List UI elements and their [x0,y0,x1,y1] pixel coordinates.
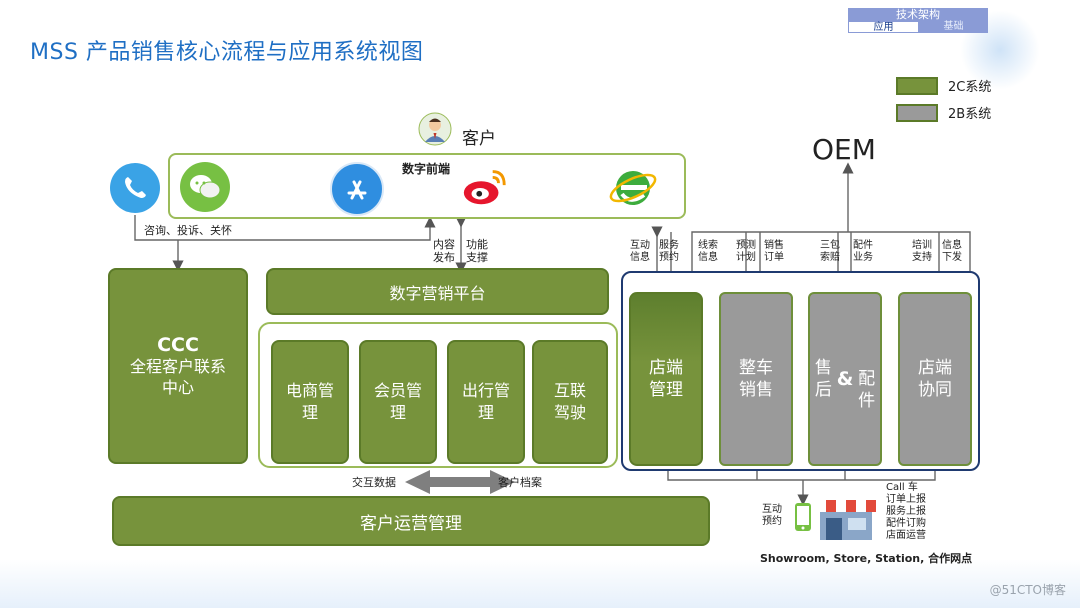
ie-icon[interactable] [608,162,658,212]
training-support-label: 培训 支持 [912,240,932,263]
report-item: 服务上报 [886,506,926,517]
reports-list: Call 车 订单上报 服务上报 配件订购 店面运营 [886,482,926,542]
content-publish-label: 内容 发布 [433,238,455,264]
legend-label-2c: 2C系统 [948,80,992,95]
ecommerce-module[interactable]: 电商管 理 [271,340,349,464]
three-pack-label: 三包 索赔 [820,240,840,263]
page-title: MSS 产品销售核心流程与应用系统视图 [30,40,424,65]
interact-info-label: 互动 信息 [630,240,650,263]
sales-order-label: 销售 订单 [764,240,784,263]
consult-label: 咨询、投诉、关怀 [144,224,232,237]
mobility-module[interactable]: 出行管 理 [447,340,525,464]
service-booking-label: 服务 预约 [659,240,679,263]
oem-label: OEM [812,133,876,166]
customer-label: 客户 [462,129,496,149]
weibo-icon[interactable] [460,162,510,212]
info-dispatch-label: 信息 下发 [942,240,962,263]
wechat-icon[interactable] [180,162,230,212]
customer-ops-box[interactable]: 客户运营管理 [112,496,710,546]
legend-swatch-2b [896,103,938,122]
report-item: 订单上报 [886,494,926,505]
aftersales-parts-module[interactable]: 售后&配件 [808,292,882,466]
nav-header: 技术架构 [848,8,988,21]
digital-marketing-box[interactable]: 数字营销平台 [266,268,609,315]
store-icon [814,496,878,542]
store-collab-module[interactable]: 店端 协同 [898,292,972,466]
ccc-box[interactable]: CCC 全程客户联系 中心 [108,268,248,464]
legend-swatch-2c [896,76,938,95]
interact-booking-label: 互动 预约 [762,504,782,527]
report-item: 店面运营 [886,530,926,541]
mobile-icon [793,502,813,532]
func-support-label: 功能 支撑 [466,238,488,264]
forecast-plan-label: 预测 计划 [736,240,756,263]
ccc-abbr: CCC [157,334,199,356]
report-item: Call 车 [886,482,918,493]
store-management-module[interactable]: 店端 管理 [629,292,703,466]
appstore-icon[interactable] [330,162,384,216]
legend-label-2b: 2B系统 [948,107,992,122]
connected-driving-module[interactable]: 互联 驾驶 [532,340,608,464]
digital-frontend-panel [168,153,686,219]
digital-frontend-label: 数字前端 [402,162,451,176]
ccc-name: 全程客户联系 中心 [129,357,226,397]
customer-avatar-icon [418,112,452,146]
legend: 2C系统 2B系统 [896,76,991,122]
network-label: Showroom, Store, Station, 合作网点 [760,552,973,565]
exchange-data-label: 交互数据 [352,476,396,489]
customer-archive-label: 客户档案 [498,476,542,489]
tab-application[interactable]: 应用 [848,21,919,33]
vehicle-sales-module[interactable]: 整车 销售 [719,292,793,466]
tab-basic[interactable]: 基础 [919,21,988,33]
lead-info-label: 线索 信息 [698,240,718,263]
phone-icon[interactable] [110,163,160,213]
top-nav: 技术架构 应用 基础 [848,8,988,33]
report-item: 配件订购 [886,518,926,529]
parts-business-label: 配件 业务 [853,240,873,263]
watermark: @51CTO博客 [989,583,1066,597]
member-module[interactable]: 会员管 理 [359,340,437,464]
